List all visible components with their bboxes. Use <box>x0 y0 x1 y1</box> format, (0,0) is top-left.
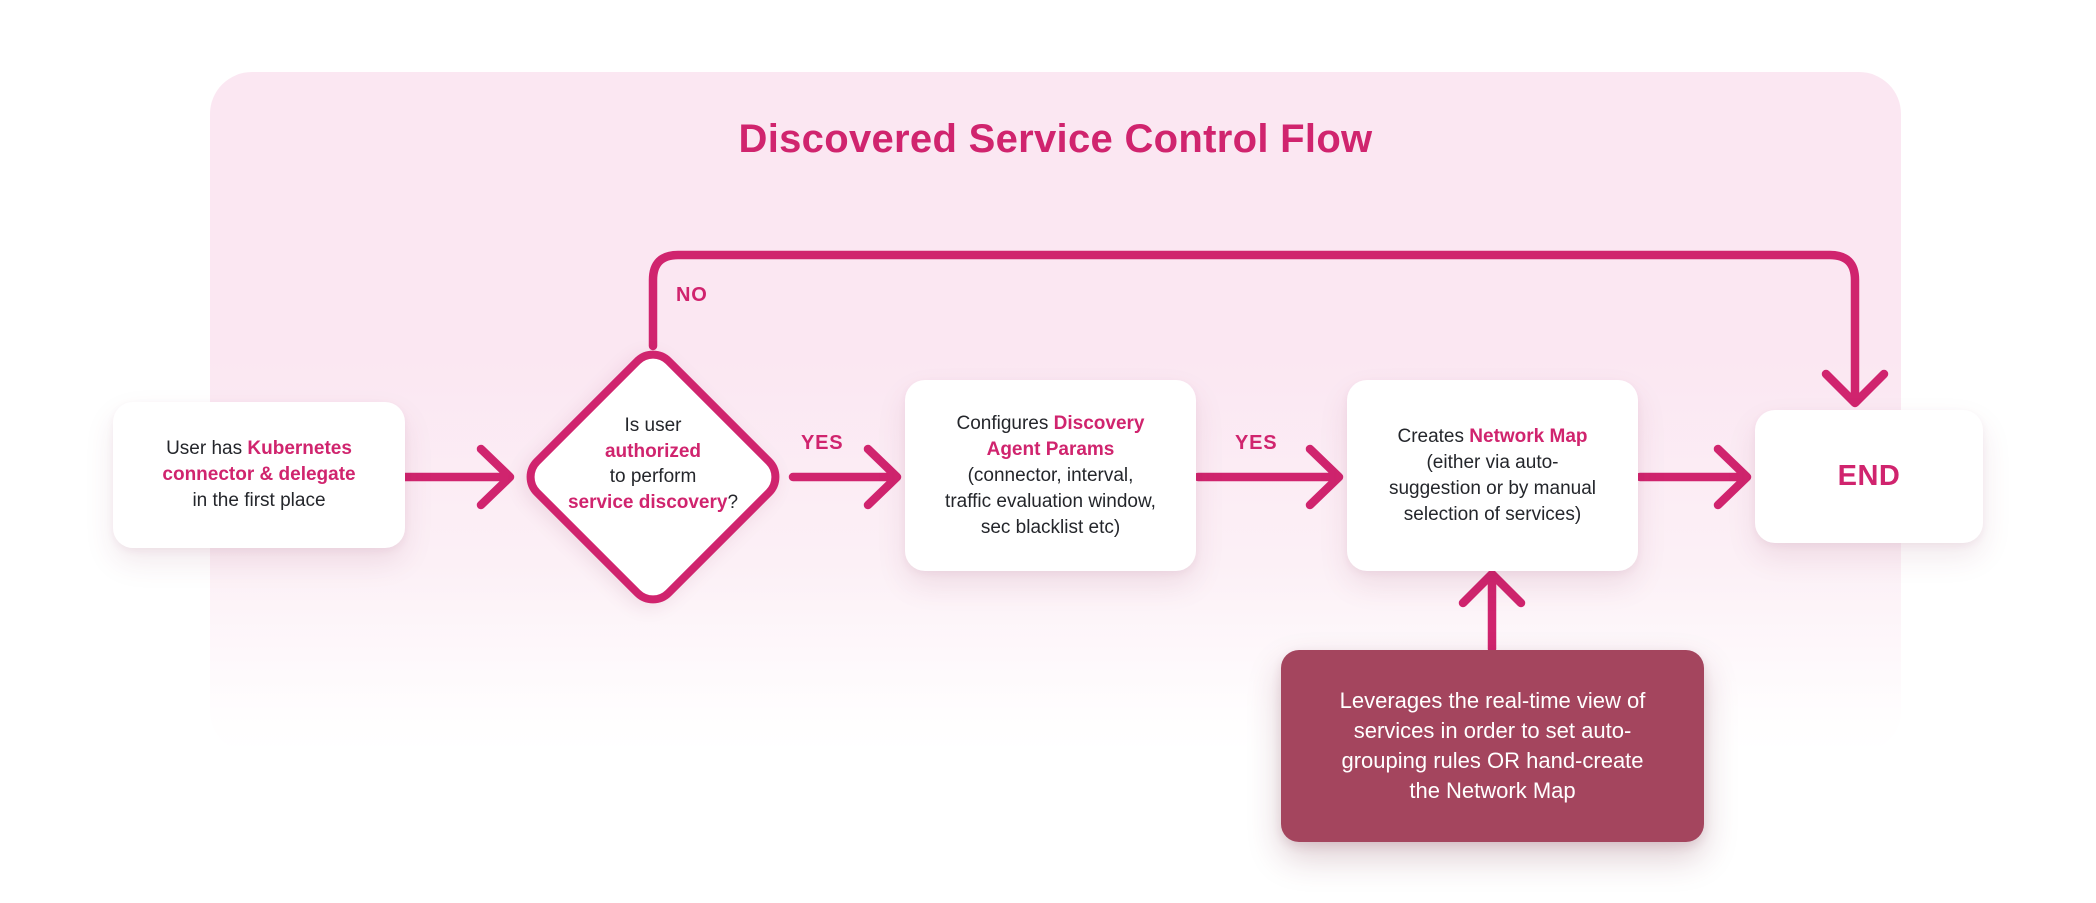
edge-decision-no-loop-to-end <box>648 250 1889 408</box>
text-line: User has Kubernetes <box>166 438 352 459</box>
text-line: services in order to set auto- <box>1353 718 1632 743</box>
text-line: Creates Network Map <box>1397 425 1588 447</box>
node-configure-discovery-params: Configures Discovery Agent Params (conne… <box>905 380 1196 571</box>
text-line: traffic evaluation window, <box>945 490 1156 512</box>
text-line: connector & delegate <box>162 464 356 485</box>
text-line: service discovery? <box>567 491 739 513</box>
text-line: Configures Discovery <box>956 412 1145 434</box>
text-line: to perform <box>609 466 697 487</box>
edge-create-to-end <box>1635 444 1752 510</box>
node-decision-authorized: Is user authorized to perform service di… <box>543 362 763 566</box>
text-line: the Network Map <box>1409 778 1576 803</box>
edge-label-no: NO <box>676 284 708 306</box>
text-line: sec blacklist etc) <box>980 516 1121 538</box>
text-line: suggestion or by manual <box>1388 477 1596 499</box>
text-line: selection of services) <box>1403 503 1582 525</box>
node-annotation-leverages: Leverages the real-time view of services… <box>1281 650 1704 842</box>
edge-label-yes-2: YES <box>1235 432 1278 454</box>
edge-decision-to-configure-yes <box>788 444 902 510</box>
node-start-precondition: User has Kubernetes connector & delegate… <box>113 402 405 548</box>
page-title: Discovered Service Control Flow <box>738 117 1373 161</box>
text-line: (either via auto- <box>1426 451 1559 473</box>
text-line: Agent Params <box>986 438 1115 460</box>
node-end: END <box>1755 410 1983 543</box>
text-line: authorized <box>604 440 702 462</box>
text-line: grouping rules OR hand-create <box>1341 748 1644 773</box>
text-line: Leverages the real-time view of <box>1339 688 1646 713</box>
node-create-network-map: Creates Network Map (either via auto- su… <box>1347 380 1638 571</box>
text-line: (connector, interval, <box>967 464 1134 486</box>
edge-start-to-decision <box>400 444 515 510</box>
edge-configure-to-create-yes <box>1193 444 1344 510</box>
edge-label-yes-1: YES <box>801 432 844 454</box>
edge-annotation-to-create <box>1458 569 1526 654</box>
text-line: Is user <box>624 415 682 436</box>
text-line: in the first place <box>192 490 326 511</box>
